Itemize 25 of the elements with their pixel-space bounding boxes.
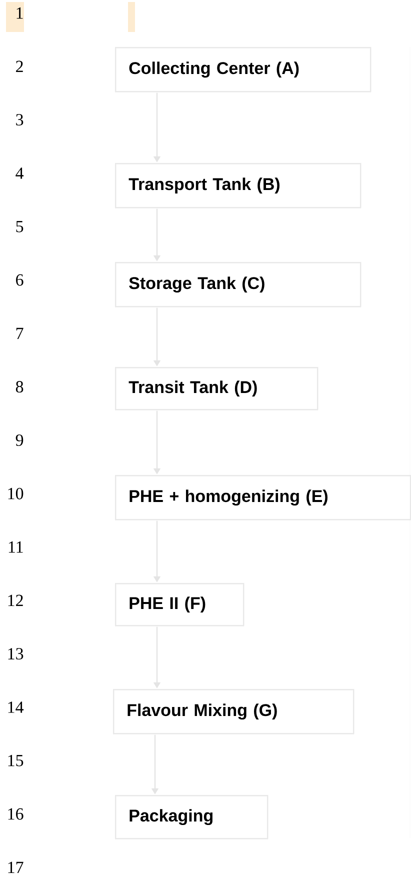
process-box: PHE + homogenizing (E) (115, 475, 411, 520)
line-number: 8 (16, 381, 24, 393)
process-box: Transit Tank (D) (115, 367, 318, 410)
process-box: PHE II (F) (115, 583, 244, 626)
line-number: 16 (8, 808, 24, 820)
line-number: 14 (8, 702, 24, 713)
process-box: Flavour Mixing (G) (113, 689, 354, 734)
line-number: 6 (16, 274, 24, 286)
line-number: 10 (8, 488, 24, 500)
line-number: 13 (8, 648, 24, 660)
line-number: 2 (16, 60, 23, 72)
process-box: Transport Tank (B) (115, 163, 362, 208)
line-number: 5 (16, 220, 24, 232)
line-number: 3 (16, 114, 24, 126)
process-box: Storage Tank (C) (115, 262, 362, 308)
line-number: 7 (16, 328, 24, 339)
line-number: 17 (8, 862, 24, 873)
line-number: 1 (16, 7, 23, 19)
line-number: 9 (16, 434, 24, 446)
line-number: 4 (16, 168, 24, 179)
line-number: 11 (8, 541, 23, 553)
process-box: Packaging (115, 795, 268, 840)
line-number: 15 (8, 754, 24, 766)
line-number: 12 (8, 594, 23, 606)
process-box: Collecting Center (A) (115, 47, 372, 92)
